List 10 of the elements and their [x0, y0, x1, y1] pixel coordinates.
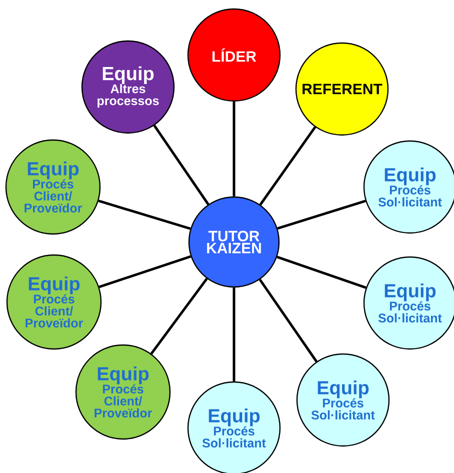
- connector-line: [150, 278, 208, 354]
- connector-line: [153, 124, 210, 206]
- connector-line: [259, 126, 316, 206]
- connector-line: [232, 288, 236, 382]
- connector-line: [277, 200, 366, 230]
- connector-line: [258, 278, 318, 362]
- connector-line: [276, 256, 366, 289]
- connector-line: [98, 200, 191, 230]
- connector-line: [232, 102, 236, 196]
- connector-line: [98, 255, 192, 288]
